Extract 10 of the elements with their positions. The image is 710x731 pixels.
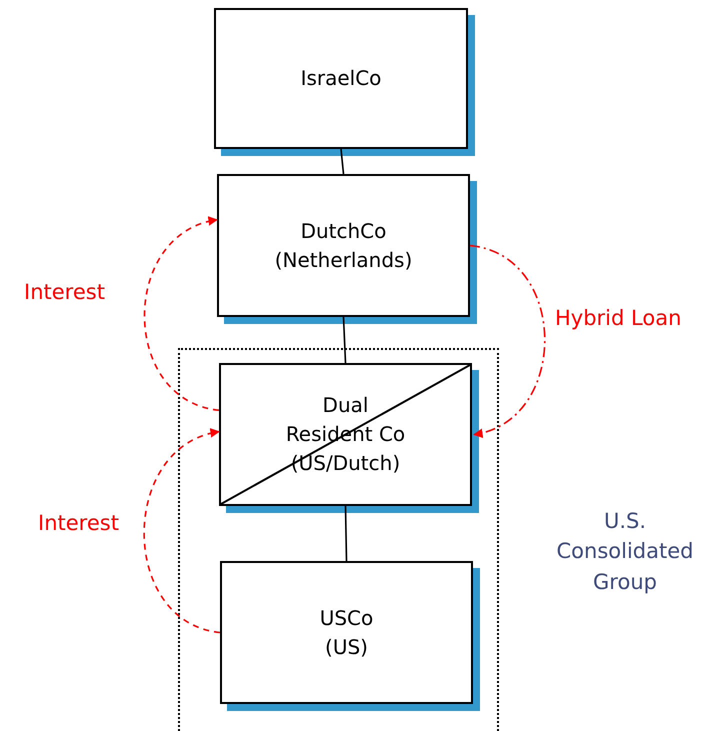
connector-line [342, 316, 346, 364]
entity-name: IsraelCo [300, 65, 382, 92]
connector-line [340, 148, 344, 174]
entity-name: DutchCo (Netherlands) [274, 218, 414, 274]
arrow [144, 218, 220, 411]
connector-line [344, 506, 348, 562]
entity-name: USCo (US) [318, 604, 374, 660]
arrow [143, 429, 220, 634]
group-label: U.S. Consolidated Group [556, 508, 694, 596]
arrow [470, 244, 546, 437]
